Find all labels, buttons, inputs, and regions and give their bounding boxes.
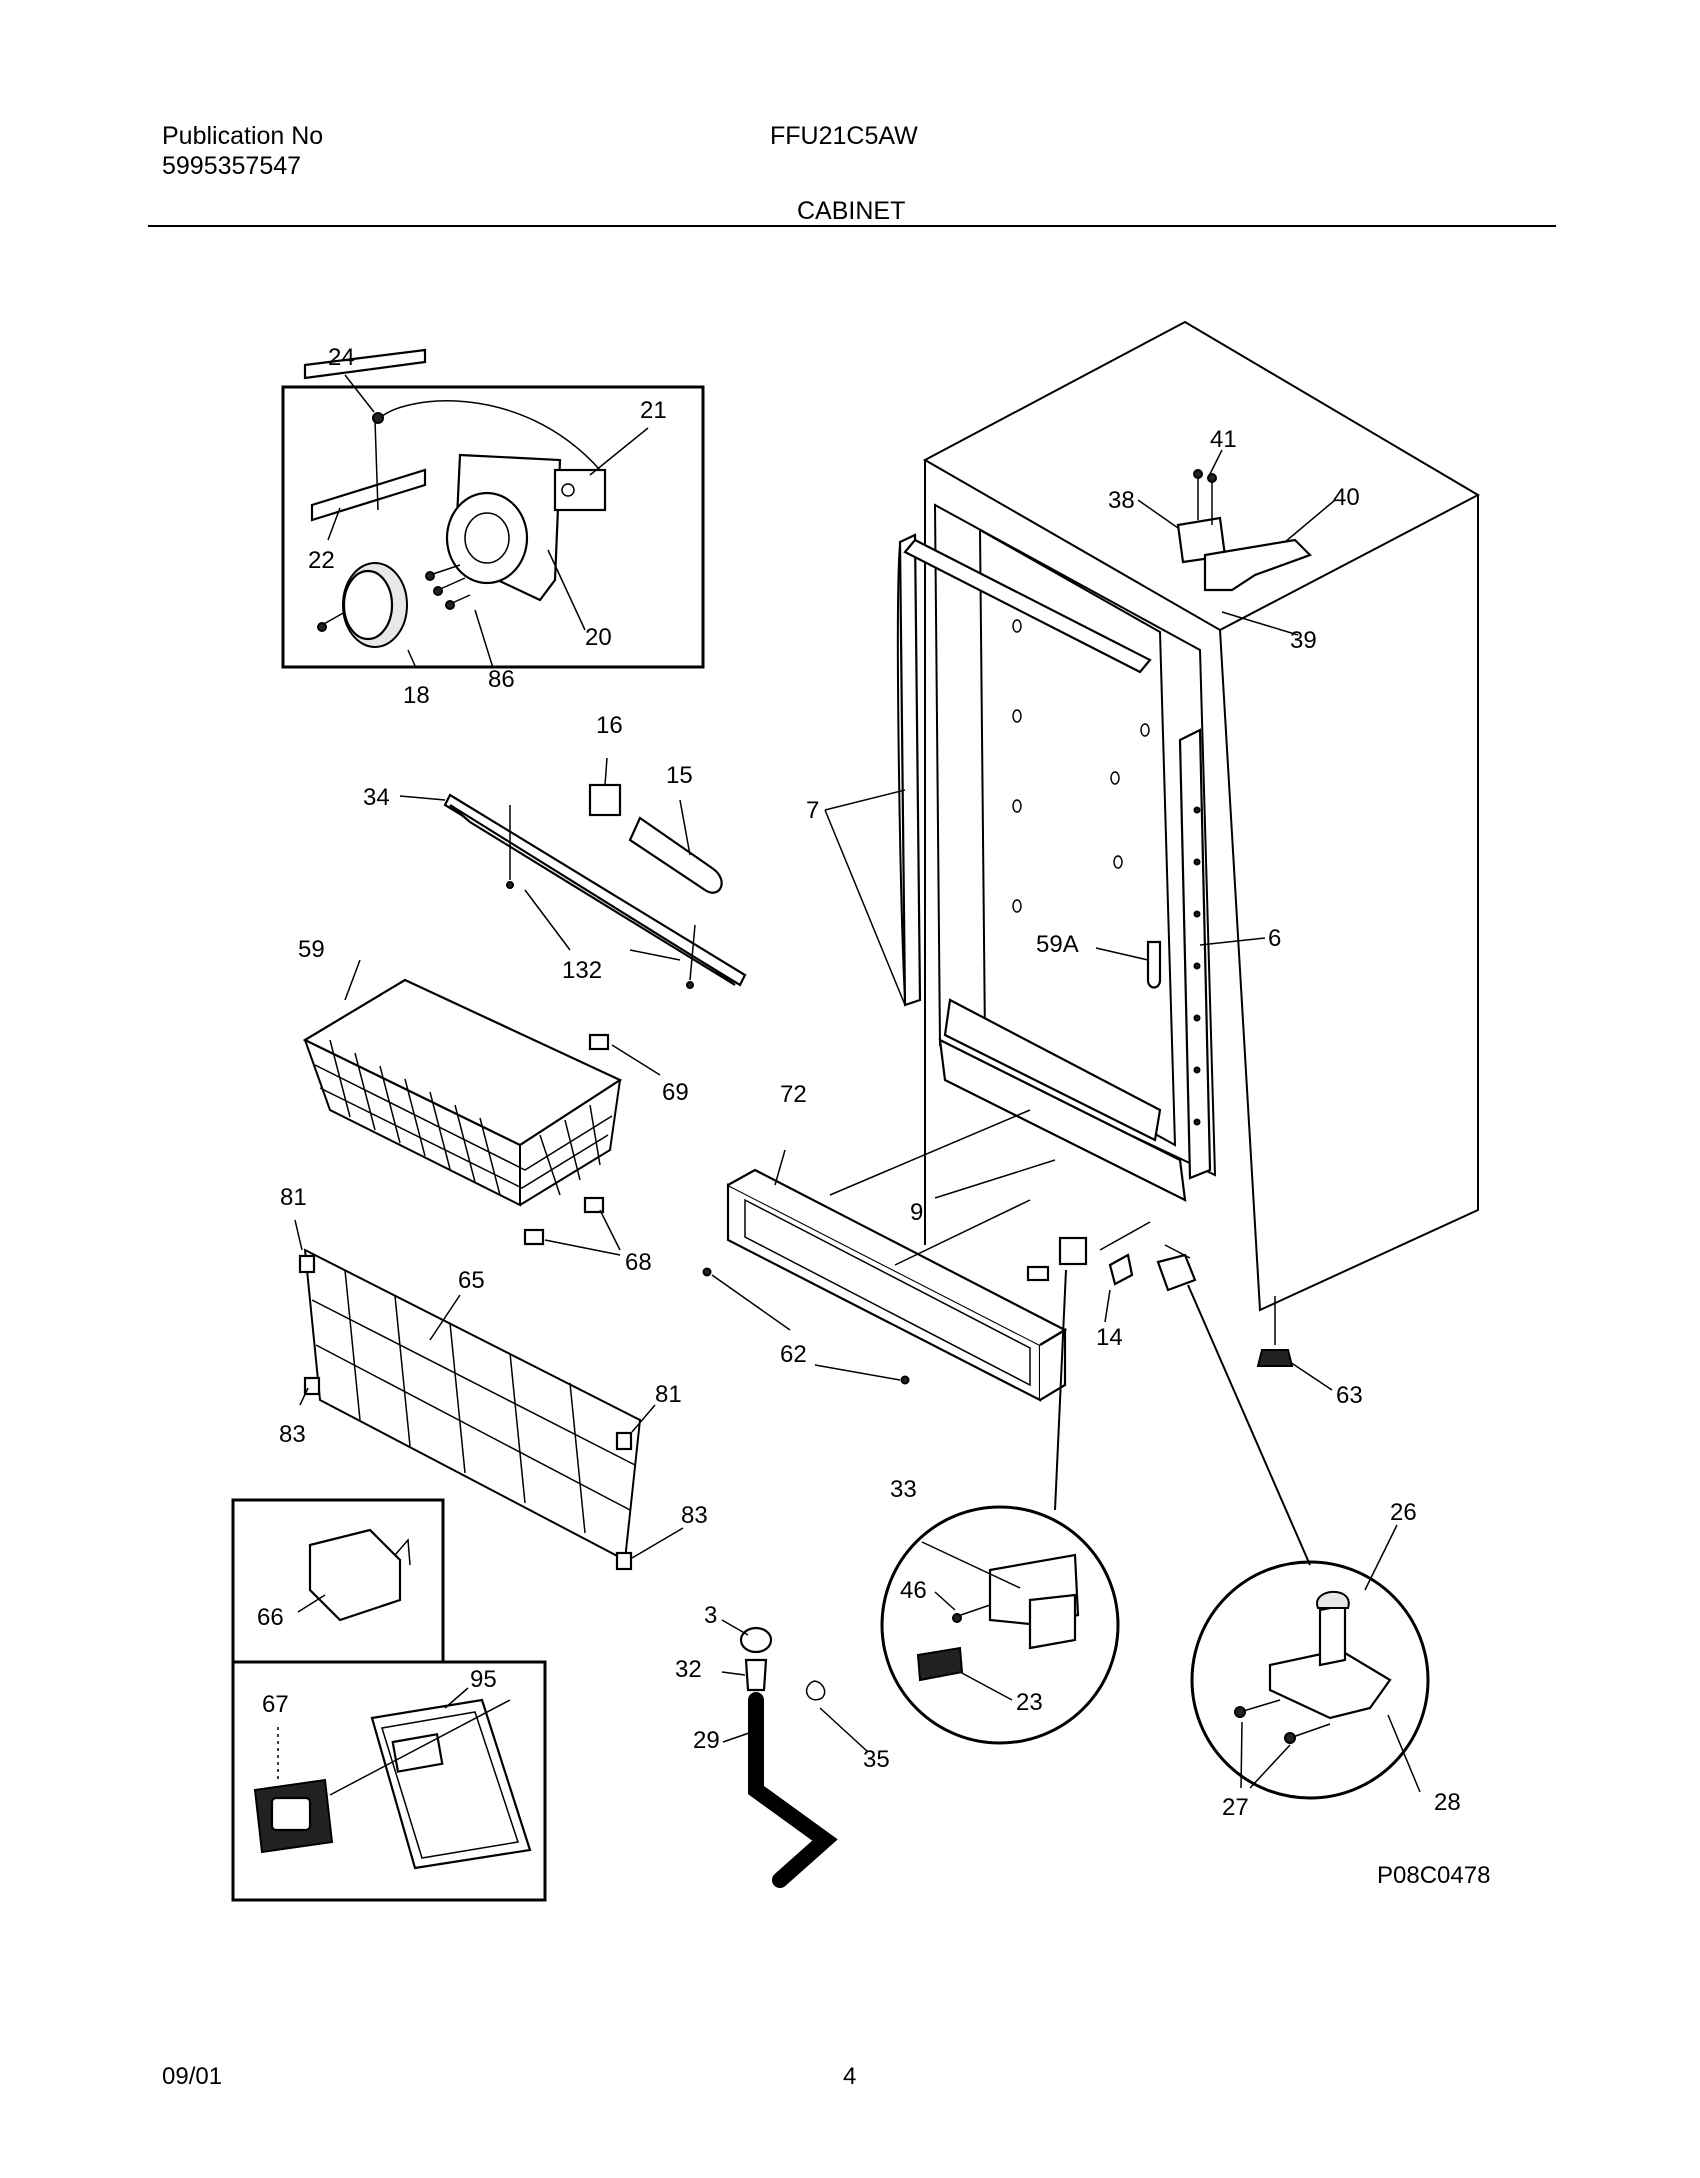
- drain-cap-3: [739, 1626, 773, 1654]
- callout-21: 21: [640, 397, 667, 424]
- callout-41: 41: [1210, 426, 1237, 453]
- callout-32: 32: [675, 1656, 702, 1683]
- callout-16: 16: [596, 712, 623, 739]
- callout-62: 62: [780, 1341, 807, 1368]
- callout-68: 68: [625, 1249, 652, 1276]
- callout-15: 15: [666, 762, 693, 789]
- publication-label: Publication No: [162, 122, 324, 150]
- drain-tube-29: [748, 1692, 838, 1888]
- light-bulb-15: [628, 816, 723, 894]
- callout-35: 35: [863, 1746, 890, 1773]
- basket-hook-59A: [1146, 940, 1162, 989]
- callout-24: 24: [328, 344, 355, 371]
- switch-inset: [231, 1660, 547, 1902]
- switch-23: [916, 1646, 964, 1682]
- callout-132: 132: [562, 957, 602, 984]
- callout-14: 14: [1096, 1324, 1123, 1351]
- drain-assembly: [721, 1619, 869, 1888]
- callout-46: 46: [900, 1577, 927, 1604]
- light-socket-16: [588, 783, 622, 817]
- callout-63: 63: [1336, 1382, 1363, 1409]
- callout-9: 9: [910, 1199, 923, 1226]
- callout-23: 23: [1016, 1689, 1043, 1716]
- callout-3: 3: [704, 1602, 717, 1629]
- header-rule: [148, 225, 1556, 227]
- hinge-pin-cap-26: [1316, 1590, 1350, 1609]
- wire-basket-59: [302, 959, 661, 1256]
- bottom-hinge-assembly: [1026, 1221, 1311, 1566]
- callout-65: 65: [458, 1267, 485, 1294]
- callout-81-right: 81: [655, 1381, 682, 1408]
- callout-86: 86: [488, 666, 515, 693]
- grille-65: [294, 1219, 684, 1571]
- door-hinge-inset: [1190, 1524, 1430, 1800]
- breaker-9: [943, 998, 1162, 1142]
- thermostat-21: [553, 468, 607, 512]
- callout-28: 28: [1434, 1789, 1461, 1816]
- light-switch-14: [1108, 1253, 1134, 1286]
- footer-page-number: 4: [843, 2063, 857, 2090]
- callout-39: 39: [1290, 627, 1317, 654]
- evaporator-bracket-22: [303, 348, 427, 380]
- model-number: FFU21C5AW: [770, 122, 918, 150]
- callout-29: 29: [693, 1727, 720, 1754]
- callout-66: 66: [257, 1604, 284, 1631]
- section-title: CABINET: [797, 197, 906, 225]
- callout-59: 59: [298, 936, 325, 963]
- footer-date: 09/01: [162, 2063, 223, 2090]
- callout-59A: 59A: [1036, 931, 1079, 958]
- callout-18: 18: [403, 682, 430, 709]
- part-66-inset: [231, 1498, 445, 1664]
- callout-33: 33: [890, 1476, 917, 1503]
- part-66: [308, 1528, 402, 1622]
- callout-83-right: 83: [681, 1502, 708, 1529]
- hinge-40: [1203, 538, 1312, 592]
- callout-6: 6: [1268, 925, 1281, 952]
- drawing-code: P08C0478: [1377, 1862, 1490, 1889]
- callout-labels: 24 21 22 20 18 86 16 15 34 132 59 69 68 …: [257, 344, 1490, 1889]
- callout-20: 20: [585, 624, 612, 651]
- callout-34: 34: [363, 784, 390, 811]
- callout-27: 27: [1222, 1794, 1249, 1821]
- drain-plug-32: [744, 1658, 768, 1692]
- light-shield-34: [443, 793, 747, 987]
- callout-81-left: 81: [280, 1184, 307, 1211]
- clip-35: [805, 1680, 826, 1701]
- callout-67: 67: [262, 1691, 289, 1718]
- publication-number: 5995357547: [162, 152, 302, 180]
- callout-7: 7: [806, 797, 819, 824]
- fan-motor-inset: [281, 348, 705, 669]
- callout-69: 69: [662, 1079, 689, 1106]
- leveling-leg-63: [1256, 1349, 1294, 1367]
- callout-26: 26: [1390, 1499, 1417, 1526]
- callout-72: 72: [780, 1081, 807, 1108]
- callout-22: 22: [308, 547, 335, 574]
- switch-bracket-inset: [880, 1505, 1120, 1745]
- light-assembly: [399, 757, 747, 989]
- strip-6: [1178, 728, 1212, 1180]
- callout-95: 95: [470, 1666, 497, 1693]
- cabinet-body: [824, 320, 1481, 1391]
- callout-38: 38: [1108, 487, 1135, 514]
- switch-bracket: [1058, 1236, 1088, 1266]
- callout-83-left: 83: [279, 1421, 306, 1448]
- base-grille-72: [702, 1109, 1068, 1402]
- callout-40: 40: [1333, 484, 1360, 511]
- liner-7: [898, 533, 922, 1007]
